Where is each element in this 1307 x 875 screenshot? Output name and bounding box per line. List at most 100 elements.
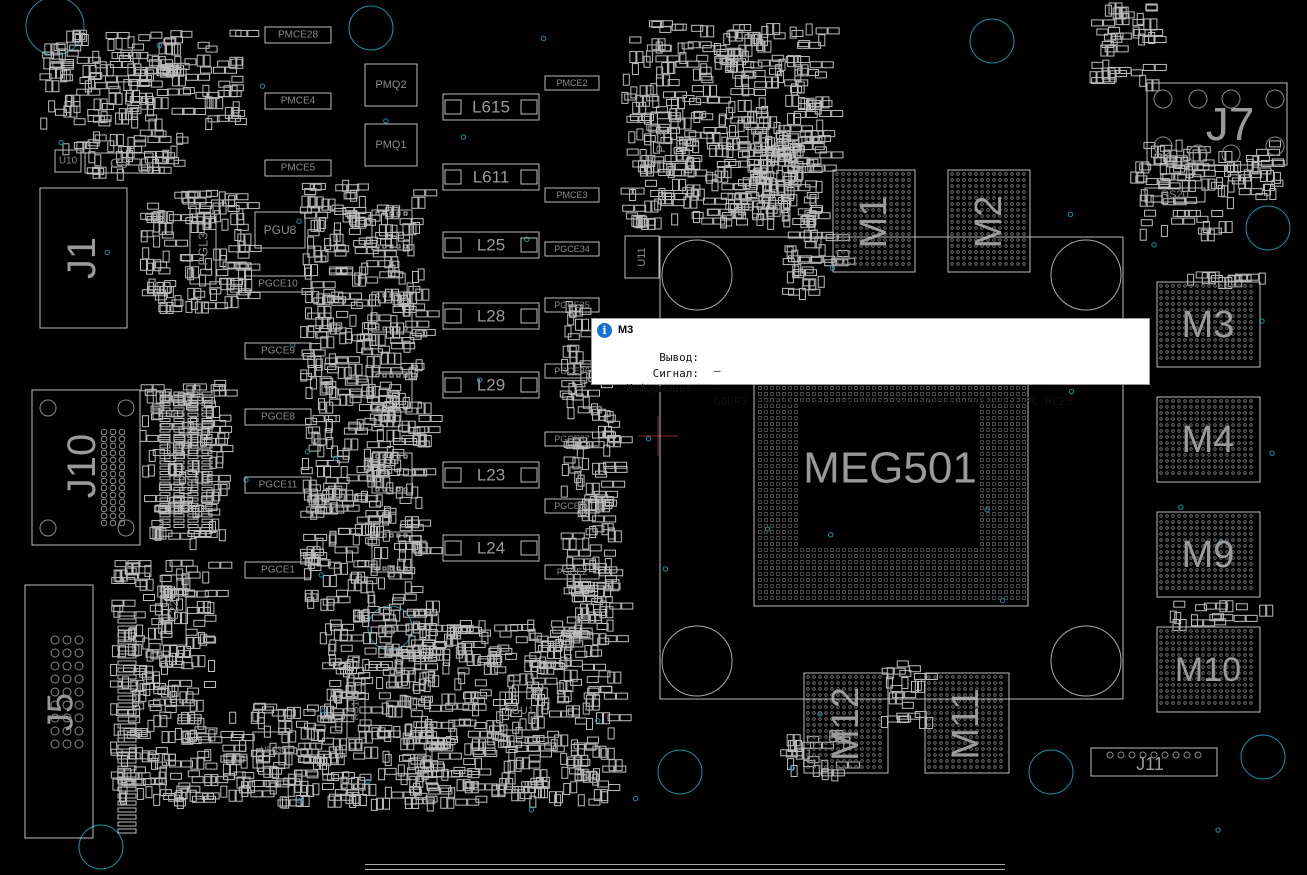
- component-m3[interactable]: M3: [1156, 281, 1261, 368]
- component-j11[interactable]: J11: [1090, 747, 1218, 777]
- pad-outline: [398, 549, 406, 562]
- pad-outline: [767, 217, 775, 230]
- pad-outline: [194, 107, 207, 115]
- component-m10[interactable]: M10: [1156, 626, 1261, 713]
- pin: [74, 635, 84, 645]
- pad-outline: [257, 717, 265, 730]
- pad-outline: [117, 730, 125, 743]
- ball: [1189, 411, 1193, 415]
- component-j1[interactable]: J1: [39, 187, 128, 329]
- pad-outline: [607, 671, 615, 684]
- pad-outline: [347, 211, 360, 219]
- pad-outline: [306, 704, 319, 712]
- pad-outline: [181, 496, 194, 504]
- ball: [1171, 695, 1175, 699]
- ball: [1243, 332, 1247, 336]
- pad-outline: [586, 736, 599, 744]
- pad-outline: [371, 746, 379, 759]
- component-m9[interactable]: M9: [1156, 511, 1261, 598]
- ball: [1237, 290, 1241, 294]
- component-m2[interactable]: M2: [947, 169, 1031, 273]
- pin: [109, 442, 117, 450]
- pad-outline: [251, 779, 264, 787]
- ball: [1243, 308, 1247, 312]
- pad-outline: [599, 745, 607, 758]
- ball: [1177, 689, 1181, 693]
- ball: [1004, 184, 1008, 188]
- ball: [1213, 586, 1217, 590]
- pad-outline: [354, 495, 367, 503]
- ball: [1243, 423, 1247, 427]
- pad-outline: [608, 784, 621, 792]
- pad-outline: [578, 549, 591, 557]
- ball: [1219, 471, 1223, 475]
- pad-outline: [87, 139, 100, 147]
- pad-outline: [139, 429, 147, 442]
- pad-outline: [1225, 221, 1233, 234]
- pad-outline: [582, 318, 590, 331]
- pad-outline: [173, 396, 185, 401]
- pad-outline: [1143, 141, 1156, 149]
- ball: [1219, 701, 1223, 705]
- component-m4[interactable]: M4: [1156, 396, 1261, 483]
- pad-outline: [791, 29, 804, 37]
- pad-outline: [319, 383, 327, 396]
- pad-outline: [149, 704, 162, 712]
- ball: [968, 178, 972, 182]
- pad-outline: [76, 56, 89, 64]
- pad-outline: [166, 211, 174, 224]
- pad-outline: [404, 593, 417, 601]
- ball: [1165, 677, 1169, 681]
- pad-outline: [92, 50, 100, 63]
- ball: [1201, 296, 1205, 300]
- pad-outline: [1184, 209, 1197, 217]
- pad-outline: [413, 721, 426, 729]
- pad-outline: [363, 322, 376, 330]
- pad-outline: [474, 679, 487, 687]
- ball: [1207, 695, 1211, 699]
- ball: [1249, 671, 1253, 675]
- screw-hole: [117, 519, 135, 537]
- pad-outline: [200, 66, 213, 74]
- pad-outline: [821, 61, 834, 69]
- ball: [1243, 574, 1247, 578]
- ball: [1159, 459, 1163, 463]
- component-j7[interactable]: J7: [1146, 82, 1288, 166]
- pad-outline: [707, 208, 720, 216]
- pad-outline: [315, 460, 328, 468]
- ball: [1195, 411, 1199, 415]
- pad-outline: [361, 677, 374, 685]
- ball: [927, 693, 931, 697]
- pad-outline: [432, 763, 445, 771]
- component-j10[interactable]: J10: [31, 389, 141, 546]
- pad-outline: [392, 593, 405, 601]
- ball: [1171, 556, 1175, 560]
- ball: [1231, 695, 1235, 699]
- ball: [1159, 701, 1163, 705]
- ball: [1010, 226, 1014, 230]
- pad-outline: [158, 614, 171, 622]
- pad-outline: [325, 418, 333, 431]
- pad-outline: [356, 692, 369, 700]
- pad-outline: [368, 661, 381, 669]
- ball: [1183, 284, 1187, 288]
- ball: [1159, 677, 1163, 681]
- pad-outline: [182, 87, 195, 95]
- pad-outline: [322, 598, 335, 606]
- pad-outline: [419, 731, 427, 744]
- pad-outline: [191, 776, 204, 784]
- pad-outline: [359, 793, 367, 806]
- pad-outline: [342, 665, 350, 678]
- pad-outline: [1171, 217, 1184, 225]
- pad-outline: [237, 251, 250, 259]
- component-m11[interactable]: M11: [924, 672, 1010, 774]
- pad-outline: [300, 326, 308, 339]
- pad-outline: [60, 70, 68, 83]
- ball: [1171, 284, 1175, 288]
- pad-outline: [403, 469, 416, 477]
- ball: [847, 220, 851, 224]
- component-j5[interactable]: J5: [24, 584, 94, 839]
- pad-outline: [526, 673, 534, 686]
- ball: [1177, 641, 1181, 645]
